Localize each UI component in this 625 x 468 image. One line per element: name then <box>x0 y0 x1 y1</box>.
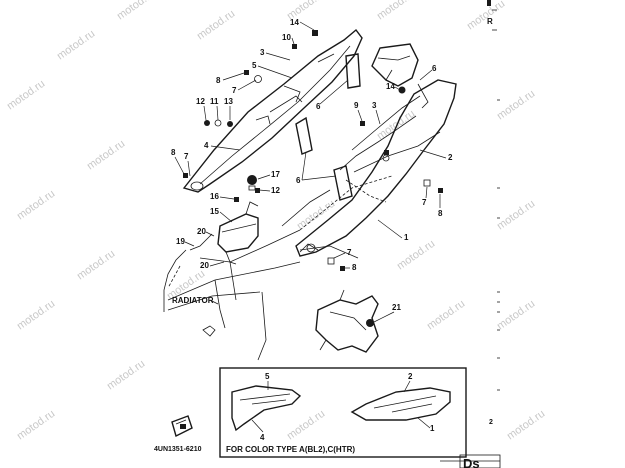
watermark: motod.ru <box>5 78 47 113</box>
watermark: motod.ru <box>15 408 57 443</box>
callout: 20 <box>200 261 209 270</box>
watermark: motod.ru <box>105 358 147 393</box>
callout: 5 <box>265 372 270 381</box>
radiator-label: RADIATOR <box>172 296 214 305</box>
page-code: Ds <box>440 454 501 468</box>
watermark: motod.ru <box>495 198 537 233</box>
callout: 7 <box>184 152 189 161</box>
callout: 17 <box>271 170 280 179</box>
fasteners <box>183 30 443 327</box>
watermark: motod.ru <box>495 298 537 333</box>
callout: 14 <box>386 82 395 91</box>
watermark: motod.ru <box>15 188 57 223</box>
cube-icon <box>171 415 193 438</box>
callout: 20 <box>197 227 206 236</box>
callout: 3 <box>372 101 377 110</box>
callout: 12 <box>271 186 280 195</box>
watermark: motod.ru <box>395 238 437 273</box>
watermark: motod.ru <box>115 0 157 22</box>
callout: 3 <box>260 48 265 57</box>
color-type-label: FOR COLOR TYPE A(BL2),C(HTR) <box>226 445 355 454</box>
callout: 8 <box>438 209 443 218</box>
callout: 7 <box>347 248 352 257</box>
callout: 7 <box>232 86 237 95</box>
callouts: 14 10 3 5 8 7 12 11 13 6 4 9 3 6 14 2 8 … <box>171 18 453 442</box>
watermark: motod.ru <box>285 408 327 443</box>
margin-r-label: R <box>487 17 493 26</box>
callout: 13 <box>224 97 233 106</box>
watermark: motod.ru <box>15 298 57 333</box>
callout: 2 <box>408 372 413 381</box>
callout: 5 <box>252 61 257 70</box>
callout: 11 <box>210 97 219 106</box>
callout: 1 <box>430 424 435 433</box>
callout: 1 <box>404 233 409 242</box>
watermark: motod.ru <box>495 88 537 123</box>
callout: 8 <box>216 76 221 85</box>
watermark: motod.ru <box>85 138 127 173</box>
callout: 15 <box>210 207 219 216</box>
callout: 21 <box>392 303 401 312</box>
frame-detail-lower <box>315 289 379 353</box>
watermark: motod.ru <box>375 0 417 22</box>
watermark: motod.ru <box>505 408 547 443</box>
callout: 4 <box>260 433 265 442</box>
part-1-side-cover-right <box>295 79 457 257</box>
radiator-hose <box>163 249 187 312</box>
callout: 16 <box>210 192 219 201</box>
part-6-pads <box>295 53 361 201</box>
frame-outline <box>167 175 393 361</box>
callout: 8 <box>352 263 357 272</box>
part-15-coolant-reservoir <box>189 201 259 265</box>
callout: 4 <box>204 141 209 150</box>
page-code-label: Ds <box>463 456 480 468</box>
callout: 6 <box>432 64 437 73</box>
watermark: motod.ru <box>75 248 117 283</box>
part-code-label: 4UN1351-6210 <box>154 446 202 453</box>
callout: 14 <box>290 18 299 27</box>
margin-2-label: 2 <box>489 419 493 426</box>
watermark: motod.ru <box>425 298 467 333</box>
callout: 6 <box>296 176 301 185</box>
rear-fender <box>371 43 419 87</box>
callout: 2 <box>448 153 453 162</box>
callout: 8 <box>171 148 176 157</box>
callout: 6 <box>316 102 321 111</box>
right-margin-marks: R 2 <box>487 0 500 426</box>
callout: 9 <box>354 101 359 110</box>
callout: 7 <box>422 198 427 207</box>
watermark: motod.ru <box>195 8 237 43</box>
watermark: motod.ru <box>295 198 337 233</box>
part-4-side-cover-left <box>182 28 363 193</box>
watermark: motod.ru <box>55 28 97 63</box>
callout: 10 <box>282 33 291 42</box>
callout: 19 <box>176 237 185 246</box>
callout: 12 <box>196 97 205 106</box>
color-variant-box: FOR COLOR TYPE A(BL2),C(HTR) <box>219 367 467 458</box>
